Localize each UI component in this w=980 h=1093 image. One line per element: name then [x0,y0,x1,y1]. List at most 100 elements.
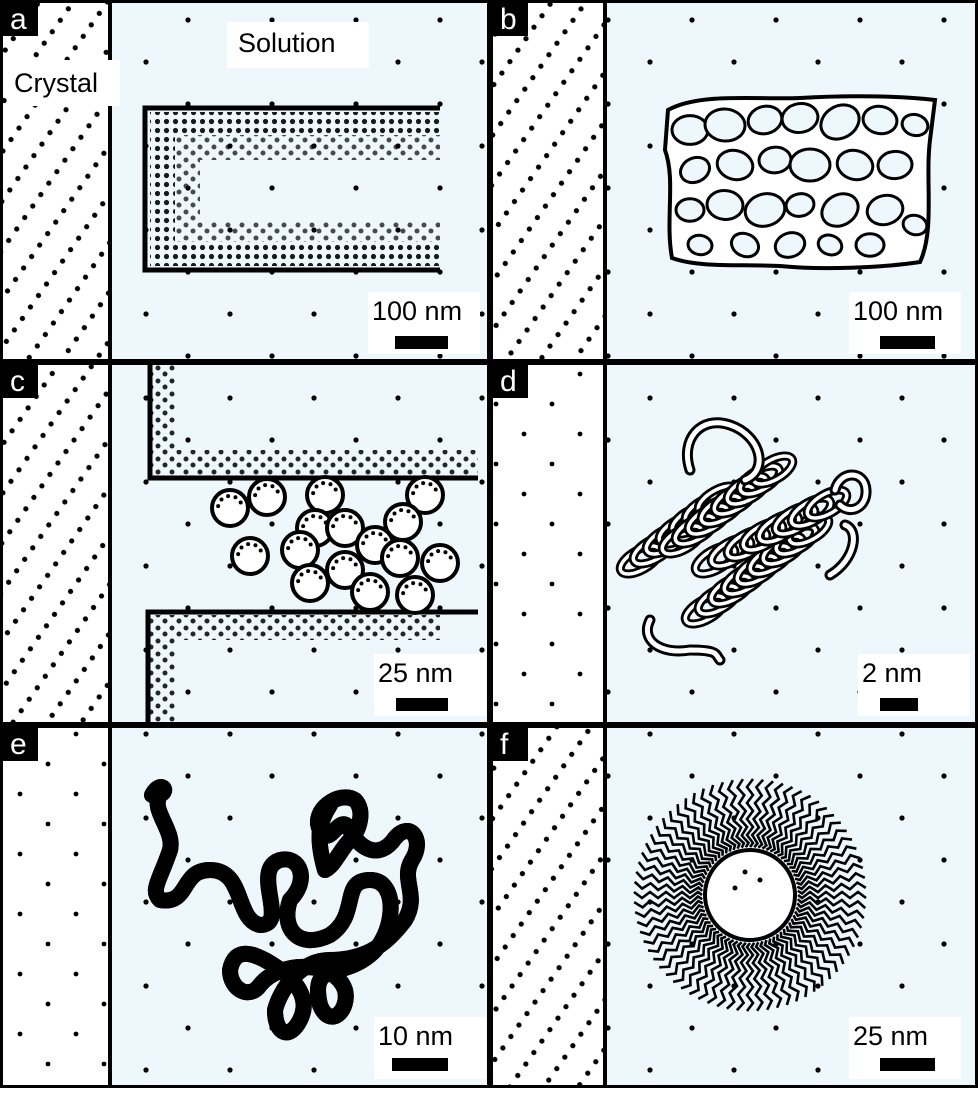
adsorbed-dot [396,544,401,549]
network-pore [757,145,793,175]
panel-border [0,362,490,725]
adsorbed-dot [311,491,316,496]
surfactant-tail [665,927,717,977]
adsorbed-dot [443,550,448,555]
surfactant-tail [797,880,867,896]
network-pore [743,192,787,228]
particle [395,575,435,615]
adsorbed-dot [408,550,413,555]
surfactant-tail [794,853,861,882]
panel-a-pore [142,105,440,273]
surfactant-tail [649,833,710,872]
adsorbed-dot [392,511,397,516]
surfactant-tail [726,941,745,1010]
adsorbed-dot [334,559,339,564]
adsorbed-dot [289,539,294,544]
surfactant-tail [684,798,724,856]
network-pore [820,192,860,228]
adsorbed-dot [296,536,301,541]
adsorbed-dot [426,559,431,564]
adsorbed-dot [256,486,261,491]
surfactant-tail [644,842,708,876]
adsorbed-dot [386,554,391,559]
surfactant-tail [783,813,835,863]
crystal-region [490,725,605,1088]
panel-border [0,0,490,362]
adsorbed-dot [359,581,364,586]
adsorbed-dot [263,483,268,488]
network-pore [854,232,886,258]
adsorbed-dot [423,587,428,592]
adsorbed-dot [299,572,304,577]
adsorbed-dot [356,588,361,593]
panel-border [490,725,978,1088]
surfactant-tail [795,862,864,886]
scale-bar-label: 10 nm [378,1021,453,1051]
surfactant-tail [769,789,803,853]
network-pore [900,112,930,138]
adsorbed-dot [353,520,358,525]
surfactant-tail [672,930,720,984]
surfactant-tail [745,942,755,1012]
adsorbed-dot [371,531,376,536]
surfactant-tail [777,800,820,857]
surfactant-tail [653,921,711,961]
surfactant-tail [661,817,715,865]
adsorbed-dot [341,556,346,561]
scale-bar [880,336,935,349]
panel-letter-box [2,727,38,761]
adsorbed-dot [411,491,416,496]
adsorbed-dot [428,482,433,487]
surfactant-tail [688,935,727,996]
surfactant-tail [643,912,707,945]
adsorbed-dot [216,504,221,509]
adsorbed-dot [296,579,301,584]
particle [420,543,460,583]
network-pore [686,233,714,257]
surfactant-tail [792,914,856,948]
adsorbed-dot [378,584,383,589]
surfactant-tail [788,922,845,965]
adsorbed-dot [286,546,291,551]
panel-letter-box [2,2,38,36]
surfactant-tail [633,880,704,895]
crystal-region [0,0,110,362]
scale-bar-label: 25 nm [853,1021,928,1051]
network-pore [861,104,899,136]
surfactant-tail [790,918,851,957]
surfactant-tail [634,899,704,919]
adsorbed-dot [373,579,378,584]
panel-f-annotations: f25 nm [492,727,961,1079]
adsorbed-dot [389,547,394,552]
scale-bar [395,336,448,349]
adsorbed-dot [253,493,258,498]
panel-d-annotations: d2 nm [492,364,970,716]
adsorbed-dot [341,514,346,519]
adsorbed-dot [219,497,224,502]
adsorbed-dot [328,482,333,487]
network-pore [773,231,807,259]
panel-letter: c [10,365,25,398]
particle [290,563,330,603]
particle [305,475,345,515]
network-pore [678,155,712,185]
micelle-core [703,848,797,942]
surfactant-tail [782,928,832,980]
panel-letter-box [492,364,528,398]
helix-turn-inner [805,488,849,520]
network-pore [705,189,745,221]
panel-c-annotations: c25 nm [2,364,486,716]
surfactant-tail [640,851,706,880]
network-pore [780,101,820,135]
adsorbed-dot [364,534,369,539]
network-pore [674,197,706,223]
panel-letter-box [492,727,528,761]
adsorbed-dot [270,484,275,489]
scale-bar [880,698,918,711]
surfactant-tail [708,784,737,851]
scale-bar-label: 100 nm [372,296,462,326]
surfactant-tail [765,785,794,851]
network-pore [784,192,816,218]
adsorbed-dot [429,552,434,557]
